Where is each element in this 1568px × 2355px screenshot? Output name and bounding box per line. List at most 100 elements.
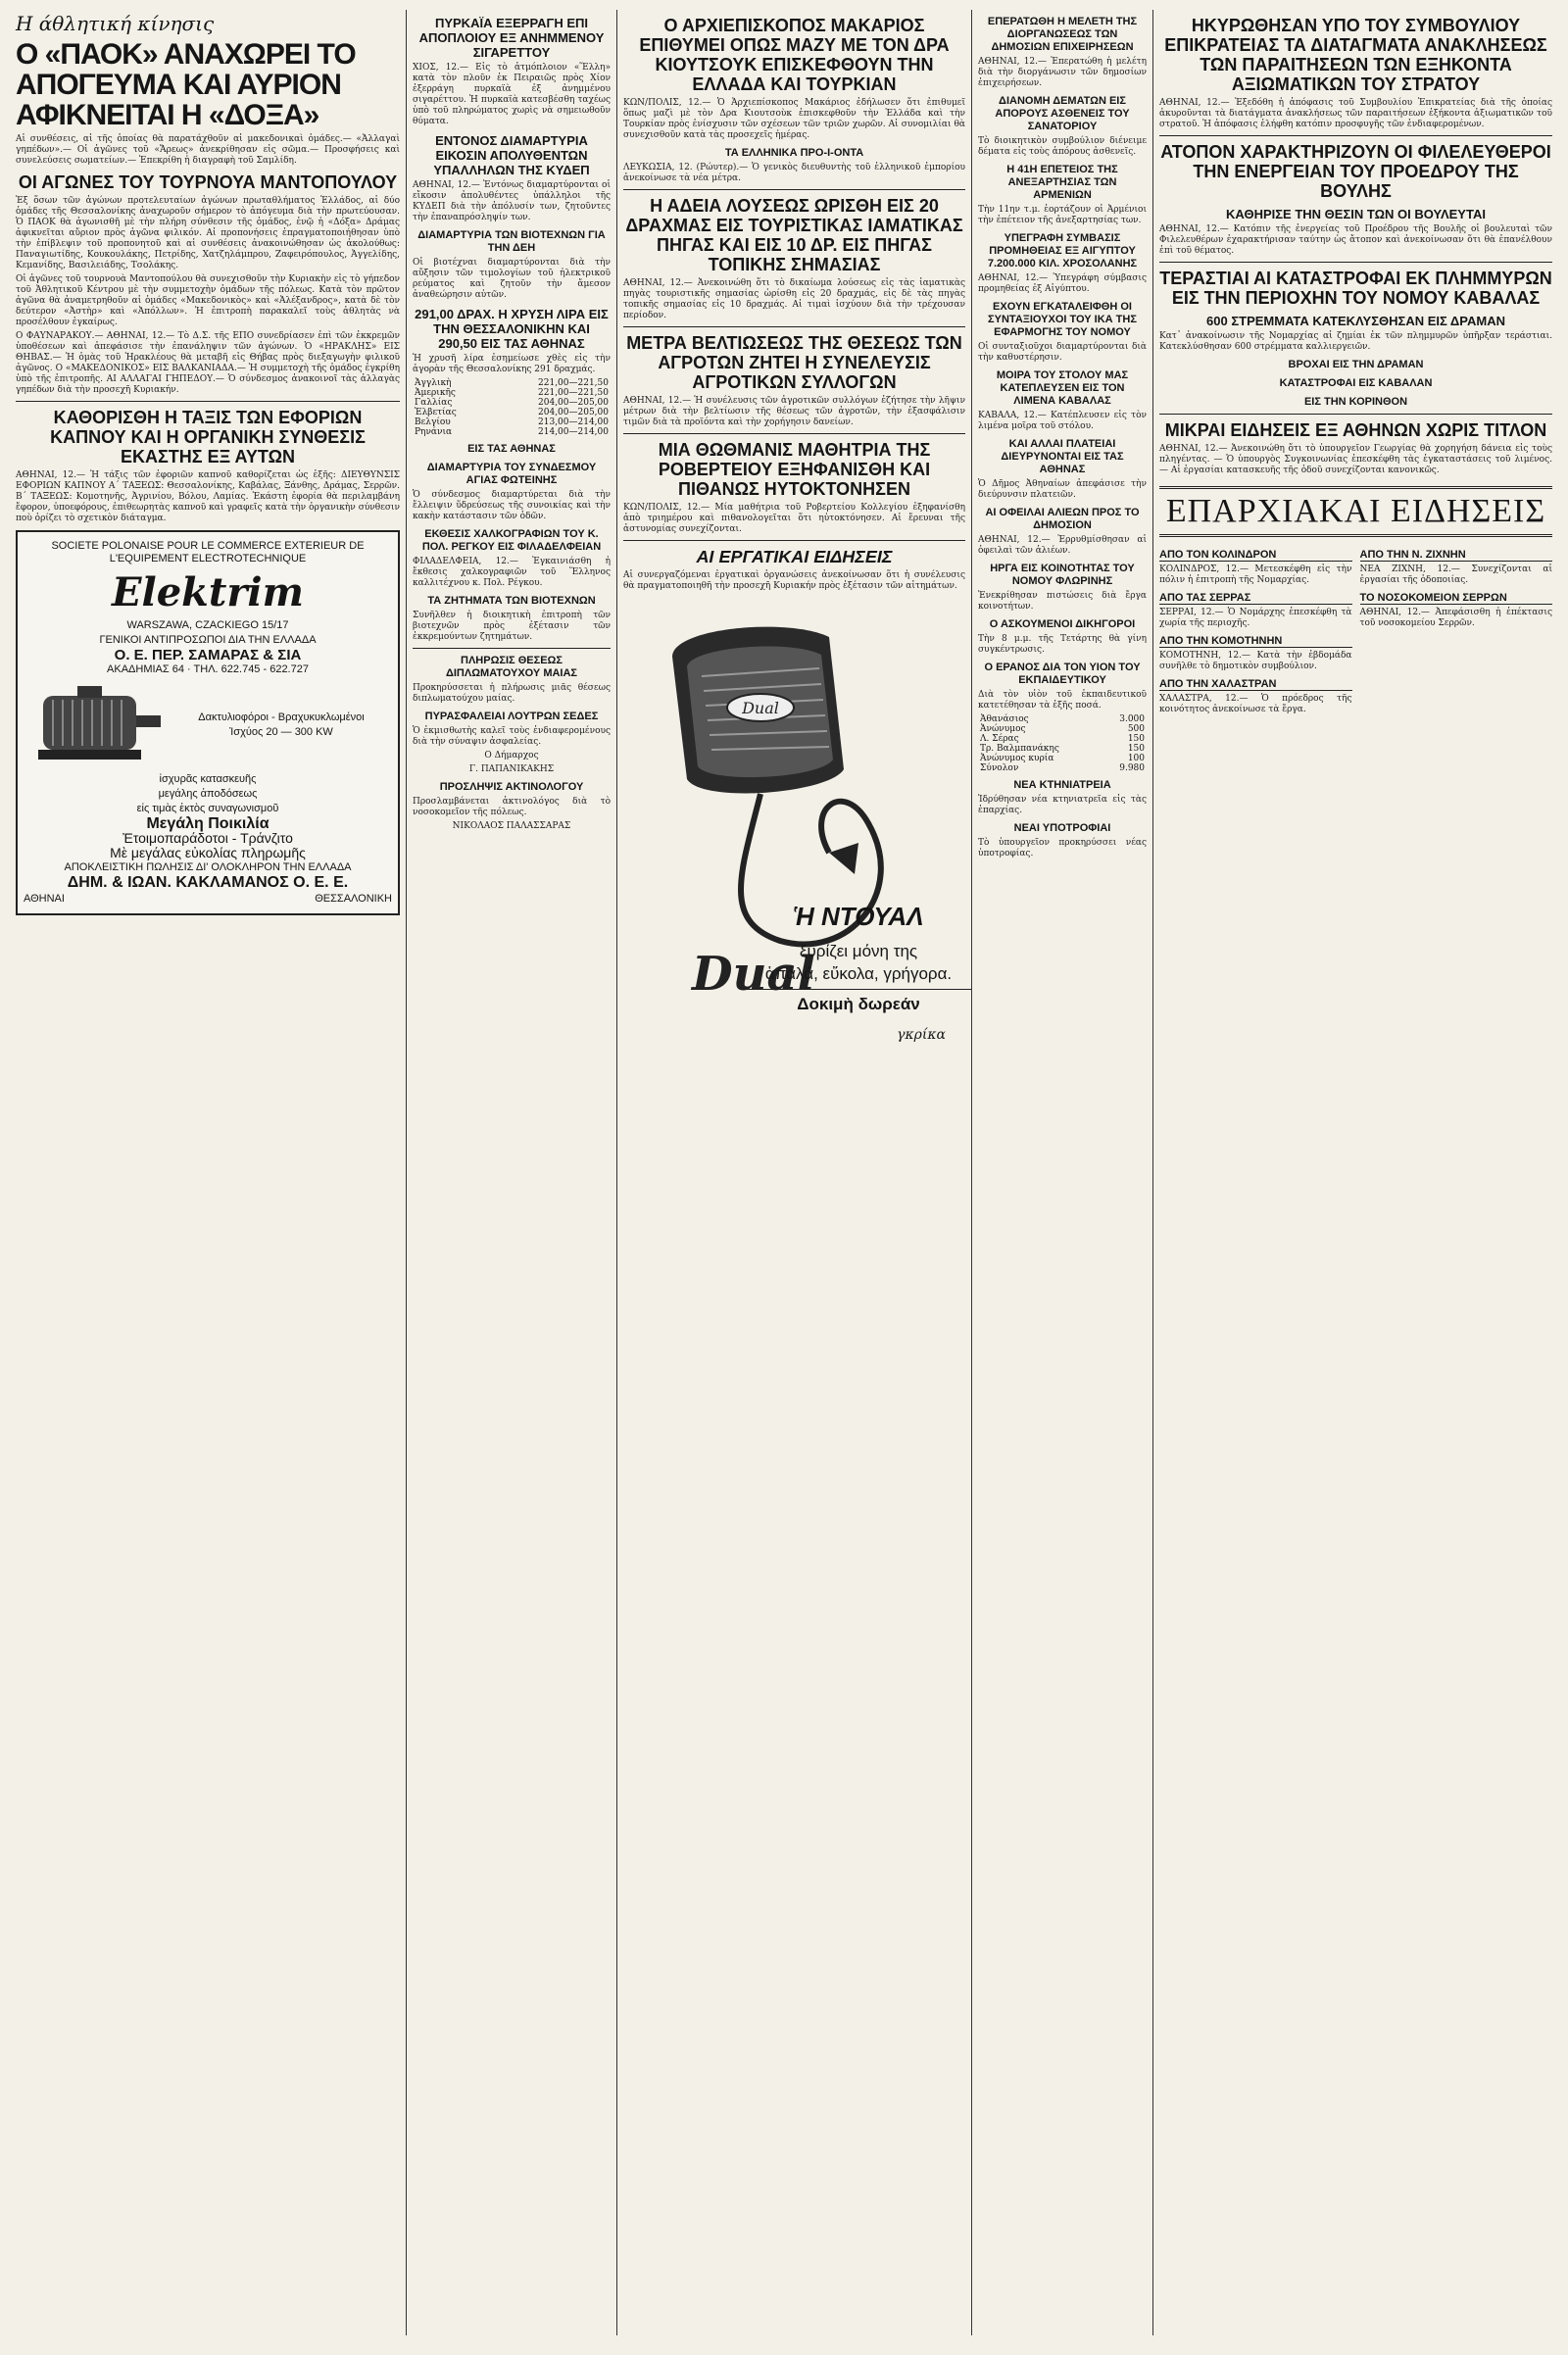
row-label: Λ. Σέρας [980,734,1019,744]
headline-baths: Η ΑΔΕΙΑ ΛΟΥΣΕΩΣ ΩΡΙΣΘΗ ΕΙΣ 20 ΔΡΑΧΜΑΣ ΕΙ… [625,196,963,274]
ad-motor-row: Δακτυλιοφόροι - Βραχυκυκλωμένοι Ἰσχύος 2… [24,678,392,771]
elektrim-advertisement: SOCIETE POLONAISE POUR LE COMMERCE EXTER… [16,530,400,915]
headline-council: ΗΚΥΡΩΘΗΣΑΝ ΥΠΟ ΤΟΥ ΣΥΜΒΟΥΛΙΟΥ ΕΠΙΚΡΑΤΕΙΑ… [1164,16,1547,94]
article-text: ΚΩΝ/ΠΟΛΙΣ, 12.— Μία μαθήτρια τοῦ Ροβερτε… [623,503,965,534]
article-text: Οἱ ἀγῶνες τοῦ τουρνουὰ Μαντοπούλου θὰ συ… [16,274,400,327]
headline: ΝΕΑΙ ΥΠΟΤΡΟΦΙΑΙ [1013,822,1111,834]
divider [623,540,965,541]
ad-company: SOCIETE POLONAISE POUR LE COMMERCE EXTER… [51,540,365,564]
total-row: Σύνολον 9.980 [978,763,1147,773]
article-text: ΚΟΛΙΝΔΡΟΣ, 12.— Μετεσκέφθη εἰς τὴν πόλιν… [1159,564,1352,585]
article-text: ΛΕΥΚΩΣΙΑ, 12. (Ρώυτερ).— Ὁ γενικὸς διευθ… [623,163,965,183]
column-short-news: ΠΥΡΚΑΪΑ ΕΞΕΡΡΑΓΗ ΕΠΙ ΑΠΟΠΛΟΙΟΥ ΕΞ ΑΝΗΜΜΕ… [407,10,617,2335]
ad-address: WARSZAWA, CZACKIEGO 15/17 [126,619,289,631]
ad-line: Δοκιμὴ δωρεάν [797,995,920,1013]
article-text: ΑΘΗΝΑΙ, 12.— Ἀνεκοινώθη ὅτι τὸ δικαίωμα … [623,278,965,320]
brand-script-logo: Dual [690,947,815,1002]
row-value: 221,00—221,50 [538,378,609,388]
row-label: Ἀνώνυμος κυρία [980,754,1054,763]
subheadline: ΚΑΤΑΣΤΡΟΦΑΙ ΕΙΣ ΚΑΒΑΛΑΝ [1279,377,1433,389]
article-text: Ο ΦΑΥΝΑΡΑΚΟΥ.— ΑΘΗΝΑΙ, 12.— Τὸ Δ.Σ. τῆς … [16,331,400,395]
currency-row: Ρηνάνια 214,00—214,00 [413,427,611,437]
ad-line: Ἰσχύος 20 — 300 KW [229,725,333,738]
row-label: Γαλλίας [415,398,453,408]
province-title: ΑΠΟ ΤΟΝ ΚΟΛΙΝΔΡΟΝ [1159,549,1352,562]
subheadline: 600 ΣΤΡΕΜΜΑΤΑ ΚΑΤΕΚΛΥΣΘΗΣΑΝ ΕΙΣ ΔΡΑΜΑΝ [1206,314,1505,328]
article-text: Τὸ διοικητικὸν συμβούλιον διένειμε δέματ… [978,136,1147,157]
prices-label: ΕΙΣ ΤΑΣ ΑΘΗΝΑΣ [467,443,556,455]
headline-small-news: ΜΙΚΡΑΙ ΕΙΔΗΣΕΙΣ ΕΞ ΑΘΗΝΩΝ ΧΩΡΙΣ ΤΙΤΛΟΝ [1164,420,1547,440]
article-text: Ἱδρύθησαν νέα κτηνιατρεῖα εἰς τὰς ἐπαρχί… [978,795,1147,815]
headline: ΚΑΙ ΑΛΛΑΙ ΠΛΑΤΕΙΑΙ ΔΙΕΥΡΥΝΟΝΤΑΙ ΕΙΣ ΤΑΣ … [1001,438,1124,475]
headline: ΥΠΕΓΡΑΦΗ ΣΥΜΒΑΣΙΣ ΠΡΟΜΗΘΕΙΑΣ ΕΞ ΑΙΓΥΠΤΟΥ… [987,232,1138,270]
article-text: ΑΘΗΝΑΙ, 12.— Ἀπεφάσισθη ἡ ἐπέκτασις τοῦ … [1359,608,1553,628]
article-text: ΦΙΛΑΔΕΛΦΕΙΑ, 12.— Ἐγκαινιάσθη ἡ ἔκθεσις … [413,557,611,588]
article-text: ΝΕΑ ΖΙΧΝΗ, 12.— Συνεχίζονται αἱ ἐργασίαι… [1359,564,1553,585]
article-text: Κατ᾽ ἀνακοίνωσιν τῆς Νομαρχίας αἱ ζημίαι… [1159,331,1552,352]
province-title: ΤΟ ΝΟΣΟΚΟΜΕΙΟΝ ΣΕΡΡΩΝ [1359,592,1552,605]
main-headline: Ο «ΠΑΟΚ» ΑΝΑΧΩΡΕΙ ΤΟ ΑΠΟΓΕΥΜΑ ΚΑΙ ΑΥΡΙΟΝ… [16,38,357,131]
ad-line: Μεγάλη Ποικιλία [146,815,270,832]
province-title: ΑΠΟ ΤΑΣ ΣΕΡΡΑΣ [1159,592,1352,605]
headline-radiologist: ΠΡΟΣΛΗΨΙΣ ΑΚΤΙΝΟΛΟΓΟΥ [439,781,584,793]
row-value: 213,00—214,00 [538,417,609,427]
headline-labor: ΑΙ ΕΡΓΑΤΙΚΑΙ ΕΙΔΗΣΕΙΣ [696,547,893,566]
headline: Η 41Η ΕΠΕΤΕΙΟΣ ΤΗΣ ΑΝΕΞΑΡΤΗΣΙΑΣ ΤΩΝ ΑΡΜΕ… [1006,164,1118,201]
signature-name: Γ. ΠΑΠΑΝΙΚΑΚΗΣ [468,764,555,774]
article-text: Προκηρύσσεται ἡ πλήρωσις μιᾶς θέσεως διπ… [413,683,611,704]
row-value: 3.000 [1119,714,1145,724]
row-value: 214,00—214,00 [538,427,609,437]
article-text: ΑΘΗΝΑΙ, 12.— Ἐξεδόθη ἡ ἀπόφασις τοῦ Συμβ… [1159,98,1552,129]
provincial-news-banner: ΕΠΑΡΧΙΑΚΑΙ ΕΙΔΗΣΕΙΣ [1159,486,1552,537]
article-lead: Αἱ συνθέσεις, αἱ τῆς ὁποίας θὰ παρατάχθο… [16,134,400,166]
total-value: 9.980 [1119,763,1145,773]
divider [1159,262,1552,263]
headline: ΔΙΑΝΟΜΗ ΔΕΜΑΤΩΝ ΕΙΣ ΑΠΟΡΟΥΣ ΑΣΘΕΝΕΙΣ ΤΟΥ… [995,95,1130,132]
row-value: 204,00—205,00 [538,398,609,408]
row-value: 204,00—205,00 [538,408,609,417]
ad-agent-label: ΓΕΝΙΚΟΙ ΑΝΤΙΠΡΟΣΩΠΟΙ ΔΙΑ ΤΗΝ ΕΛΛΑΔΑ [99,634,317,646]
row-value: 500 [1127,724,1145,734]
article-text: ΧΙΟΣ, 12.— Εἰς τὸ ἀτμόπλοιον «Ἕλλη» κατὰ… [413,63,611,126]
article-text: ΑΘΗΝΑΙ, 12.— Ὑπεγράφη σύμβασις προμηθεία… [978,273,1147,294]
divider [1159,135,1552,136]
subheadline: ΕΙΣ ΤΗΝ ΚΟΡΙΝΘΟΝ [1303,396,1408,408]
province-title: ΑΠΟ ΤΗΝ ΧΑΛΑΣΤΡΑΝ [1159,678,1352,691]
headline-association: ΔΙΑΜΑΡΤΥΡΙΑ ΤΟΥ ΣΥΝΔΕΣΜΟΥ ΑΓΙΑΣ ΦΩΤΕΙΝΗΣ [426,462,597,486]
article-text: Ἐξ ὅσων τῶν ἀγώνων προτελευταίων ἀγώνων … [16,196,400,270]
province-title: ΑΠΟ ΤΗΝ Ν. ΖΙΧΝΗΝ [1359,549,1552,562]
article-text: Τὸ ὑπουργεῖον προκηρύσσει νέας ὑποτροφία… [978,838,1147,859]
ad-signature: γκρίκα [897,1027,946,1043]
ad-dist-label: ΑΠΟΚΛΕΙΣΤΙΚΗ ΠΩΛΗΣΙΣ ΔΙ' ΟΛΟΚΛΗΡΟΝ ΤΗΝ Ε… [64,861,352,873]
headline-farmers: ΜΕΤΡΑ ΒΕΛΤΙΩΣΕΩΣ ΤΗΣ ΘΕΣΕΩΣ ΤΩΝ ΑΓΡΟΤΩΝ … [626,333,962,392]
divider [623,326,965,327]
divider [16,401,400,402]
subheadline: ΚΑΘΗΡΙΣΕ ΤΗΝ ΘΕΣΙΝ ΤΩΝ ΟΙ ΒΟΥΛΕΥΤΑΙ [1226,207,1486,221]
newspaper-page: Η άθλητική κίνησις Ο «ΠΑΟΚ» ΑΝΑΧΩΡΕΙ ΤΟ … [10,10,1558,2335]
article-text: ΑΘΗΝΑΙ, 12.— Ἐπερατώθη ἡ μελέτη διὰ τὴν … [978,57,1147,88]
row-value: 221,00—221,50 [538,388,609,398]
headline-insurance: ΠΥΡΑΣΦΑΛΕΙΑΙ ΛΟΥΤΡΩΝ ΣΕΔΕΣ [424,711,599,722]
article-text: ΑΘΗΝΑΙ, 12.— Ἀνεκοινώθη ὅτι τὸ ὑπουργεῖο… [1159,444,1552,475]
headline-tournament: ΟΙ ΑΓΩΝΕΣ ΤΟΥ ΤΟΥΡΝΟΥΑ ΜΑΝΤΟΠΟΥΛΟΥ [18,172,398,192]
article-text: ΣΕΡΡΑΙ, 12.— Ὁ Νομάρχης ἐπεσκέφθη τὰ χωρ… [1159,608,1352,628]
article-text: Αἱ συνεργαζόμεναι ἐργατικαὶ ὀργανώσεις ἀ… [623,570,965,591]
headline: ΕΠΕΡΑΤΩΘΗ Η ΜΕΛΕΤΗ ΤΗΣ ΔΙΟΡΓΑΝΩΣΕΩΣ ΤΩΝ … [987,16,1138,53]
divider [1159,414,1552,415]
headline: ΜΟΙΡΑ ΤΟΥ ΣΤΟΛΟΥ ΜΑΣ ΚΑΤΕΠΛΕΥΣΕΝ ΕΙΣ ΤΟΝ… [996,369,1129,407]
headline-floods: ΤΕΡΑΣΤΙΑΙ ΑΙ ΚΑΤΑΣΤΡΟΦΑΙ ΕΚ ΠΛΗΜΜΥΡΩΝ ΕΙ… [1159,269,1552,308]
subheadline: ΤΑ ΕΛΛΗΝΙΚΑ ΠΡΟ-Ι-ΟΝΤΑ [724,147,864,159]
headline-fire: ΠΥΡΚΑΪΑ ΕΞΕΡΡΑΓΗ ΕΠΙ ΑΠΟΠΛΟΙΟΥ ΕΞ ΑΝΗΜΜΕ… [418,16,605,60]
headline-artisans: ΔΙΑΜΑΡΤΥΡΙΑ ΤΩΝ ΒΙΟΤΕΧΝΩΝ ΓΙΑ ΤΗΝ ΔΕΗ [417,229,606,254]
row-label: Ρηνάνια [415,427,453,437]
article-text: Τὴν 11ην τ.μ. ἑορτάζουν οἱ Ἀρμένιοι τὴν … [978,205,1147,225]
column-briefs: ΕΠΕΡΑΤΩΘΗ Η ΜΕΛΕΤΗ ΤΗΣ ΔΙΟΡΓΑΝΩΣΕΩΣ ΤΩΝ … [972,10,1153,2335]
article-text: Ἐνεκρίθησαν πιστώσεις διὰ ἔργα κοινοτήτω… [978,591,1147,612]
row-label: Τρ. Βαλμπανάκης [980,744,1059,754]
